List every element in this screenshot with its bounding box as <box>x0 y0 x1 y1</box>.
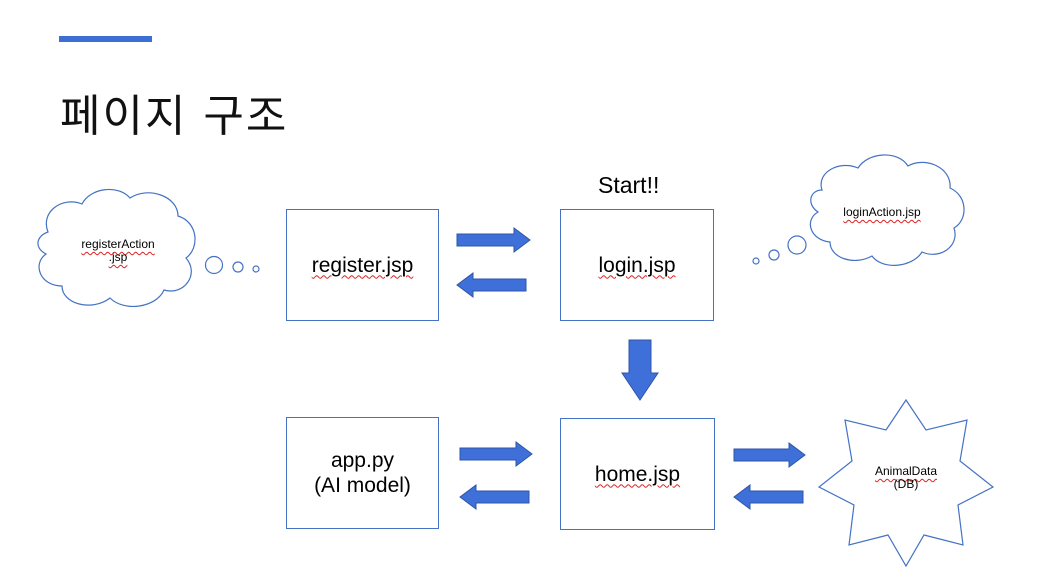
thought-bubble-large <box>787 235 807 255</box>
page-title: 페이지 구조 <box>60 91 289 142</box>
home-page-label: home.jsp <box>594 462 681 486</box>
start-label: Start!! <box>598 172 660 198</box>
database-text: AnimalData (DB) <box>850 465 962 491</box>
register-action-cloud <box>37 188 260 307</box>
register-action-text: registerAction .jsp <box>58 238 178 264</box>
thought-bubble-medium <box>768 249 780 261</box>
login-page-box[interactable]: login.jsp <box>560 209 714 321</box>
app-model-box[interactable]: app.py (AI model) <box>286 417 439 529</box>
login-action-text: loginAction.jsp <box>822 206 942 219</box>
database-line1: AnimalData <box>874 464 938 478</box>
register-page-label: register.jsp <box>311 253 414 277</box>
database-star <box>817 398 995 568</box>
home-page-box[interactable]: home.jsp <box>560 418 715 530</box>
thought-bubble-small <box>252 265 260 273</box>
register-page-box[interactable]: register.jsp <box>286 209 439 321</box>
arrow-home-to-db <box>733 442 806 468</box>
arrow-login-to-register <box>456 272 527 298</box>
arrow-register-to-login <box>456 227 531 253</box>
arrow-home-to-app <box>459 484 530 510</box>
title-accent-bar <box>59 36 152 42</box>
arrow-db-to-home <box>733 484 804 510</box>
app-model-label-line2: (AI model) <box>314 474 411 497</box>
arrow-app-to-home <box>459 441 533 467</box>
login-action-cloud <box>752 154 965 266</box>
thought-bubble-medium <box>232 261 244 273</box>
register-action-line1: registerAction <box>81 237 155 251</box>
thought-bubble-small <box>752 257 760 265</box>
login-action-label: loginAction.jsp <box>843 205 921 219</box>
login-page-label: login.jsp <box>598 253 676 277</box>
thought-bubble-large <box>204 255 224 275</box>
register-action-line2: .jsp <box>108 250 128 264</box>
database-line2: (DB) <box>893 477 919 491</box>
app-model-label-line1: app.py <box>330 449 395 472</box>
arrow-login-to-home <box>621 339 659 401</box>
